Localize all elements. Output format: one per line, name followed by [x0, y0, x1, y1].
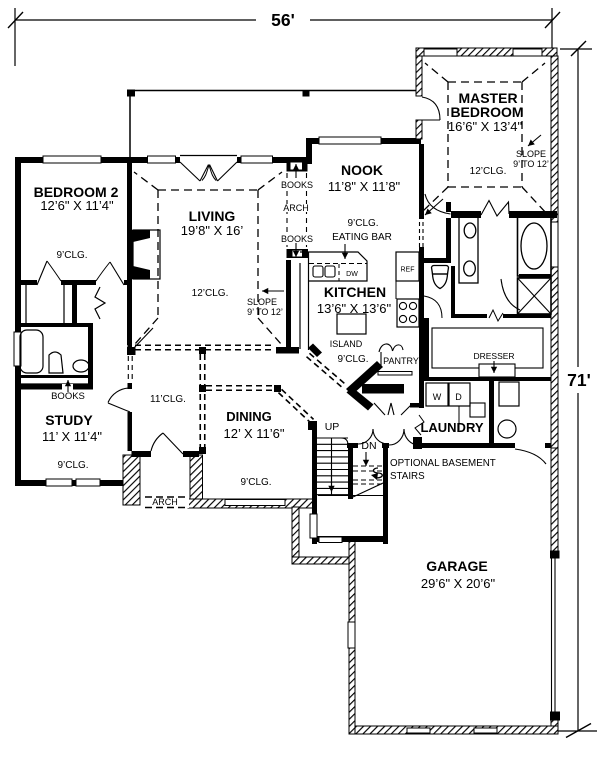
svg-text:BEDROOM: BEDROOM [450, 104, 523, 120]
svg-text:9’ TO 12’: 9’ TO 12’ [513, 159, 549, 169]
svg-text:LIVING: LIVING [189, 208, 236, 224]
svg-text:D: D [455, 392, 462, 402]
svg-text:REF: REF [401, 267, 415, 274]
svg-text:DW: DW [346, 271, 358, 278]
svg-text:29’6" X 20’6": 29’6" X 20’6" [421, 576, 496, 591]
svg-text:DRESSER: DRESSER [473, 351, 514, 361]
svg-text:PANTRY: PANTRY [383, 356, 419, 366]
svg-text:71': 71' [567, 370, 591, 390]
svg-text:GARAGE: GARAGE [426, 558, 487, 574]
svg-text:UP: UP [325, 421, 340, 433]
svg-text:11’8" X 11’8": 11’8" X 11’8" [328, 179, 401, 194]
svg-text:9’CLG.: 9’CLG. [240, 477, 271, 488]
svg-text:STAIRS: STAIRS [390, 471, 425, 482]
svg-text:SLOPE: SLOPE [516, 149, 546, 159]
svg-text:56': 56' [271, 10, 295, 30]
svg-text:EATING BAR: EATING BAR [332, 232, 392, 243]
svg-text:KITCHEN: KITCHEN [324, 284, 386, 300]
svg-text:MASTER: MASTER [458, 90, 517, 106]
svg-text:OPTIONAL BASEMENT: OPTIONAL BASEMENT [390, 458, 496, 469]
svg-text:13’6" X 13’6": 13’6" X 13’6" [317, 301, 392, 316]
svg-text:ARCH: ARCH [152, 497, 178, 507]
svg-text:LAUNDRY: LAUNDRY [420, 420, 483, 435]
svg-text:16’6" X 13’4": 16’6" X 13’4" [448, 119, 523, 134]
svg-text:W: W [433, 392, 442, 402]
svg-text:12’ X 11’6": 12’ X 11’6" [224, 426, 285, 441]
svg-text:BOOKS: BOOKS [51, 391, 85, 402]
svg-text:BOOKS: BOOKS [281, 234, 313, 244]
svg-text:DN: DN [361, 440, 376, 452]
svg-text:STUDY: STUDY [45, 412, 93, 428]
svg-text:NOOK: NOOK [341, 162, 383, 178]
svg-text:ARCH: ARCH [283, 203, 309, 213]
svg-text:11’CLG.: 11’CLG. [150, 394, 186, 405]
svg-text:9’CLG.: 9’CLG. [56, 250, 87, 261]
svg-text:BEDROOM 2: BEDROOM 2 [34, 184, 119, 200]
svg-text:DINING: DINING [226, 409, 272, 424]
svg-text:9’CLG.: 9’CLG. [347, 218, 378, 229]
svg-text:12’CLG.: 12’CLG. [470, 166, 507, 177]
svg-text:SLOPE: SLOPE [247, 297, 277, 307]
svg-text:12’6" X 11’4": 12’6" X 11’4" [40, 198, 114, 213]
svg-text:11’ X 11’4": 11’ X 11’4" [42, 429, 102, 444]
svg-text:BOOKS: BOOKS [281, 180, 313, 190]
svg-text:9’CLG.: 9’CLG. [337, 354, 368, 365]
svg-text:12’CLG.: 12’CLG. [192, 288, 229, 299]
svg-text:9’CLG.: 9’CLG. [57, 460, 88, 471]
svg-text:ISLAND: ISLAND [330, 339, 363, 349]
svg-text:19’8" X 16’: 19’8" X 16’ [181, 223, 244, 238]
svg-text:9’ TO 12’: 9’ TO 12’ [247, 307, 283, 317]
